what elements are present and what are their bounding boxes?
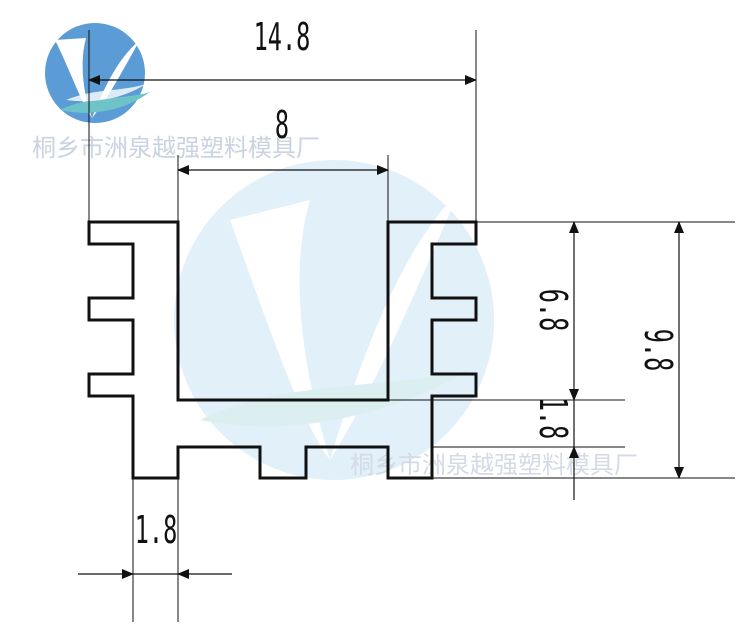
dim-label-inner-height: 6.8: [530, 289, 573, 332]
dimension-lines: [78, 75, 684, 579]
dim-label-overall-width: 14.8: [254, 16, 311, 59]
dim-label-base-thickness: 1.8: [530, 397, 573, 440]
watermark-company-text-top: 桐乡市洲泉越强塑料模具厂: [32, 134, 320, 162]
dim-label-overall-height: 9.8: [635, 329, 678, 372]
wave-logo-icon: [45, 23, 150, 123]
dim-label-fin-thickness: 1.8: [135, 509, 178, 552]
heatsink-profile-outline: [87, 220, 478, 480]
dim-label-inner-width: 8: [275, 104, 289, 147]
watermark-company-text-bottom: 桐乡市洲泉越强塑料模具厂: [350, 451, 638, 479]
